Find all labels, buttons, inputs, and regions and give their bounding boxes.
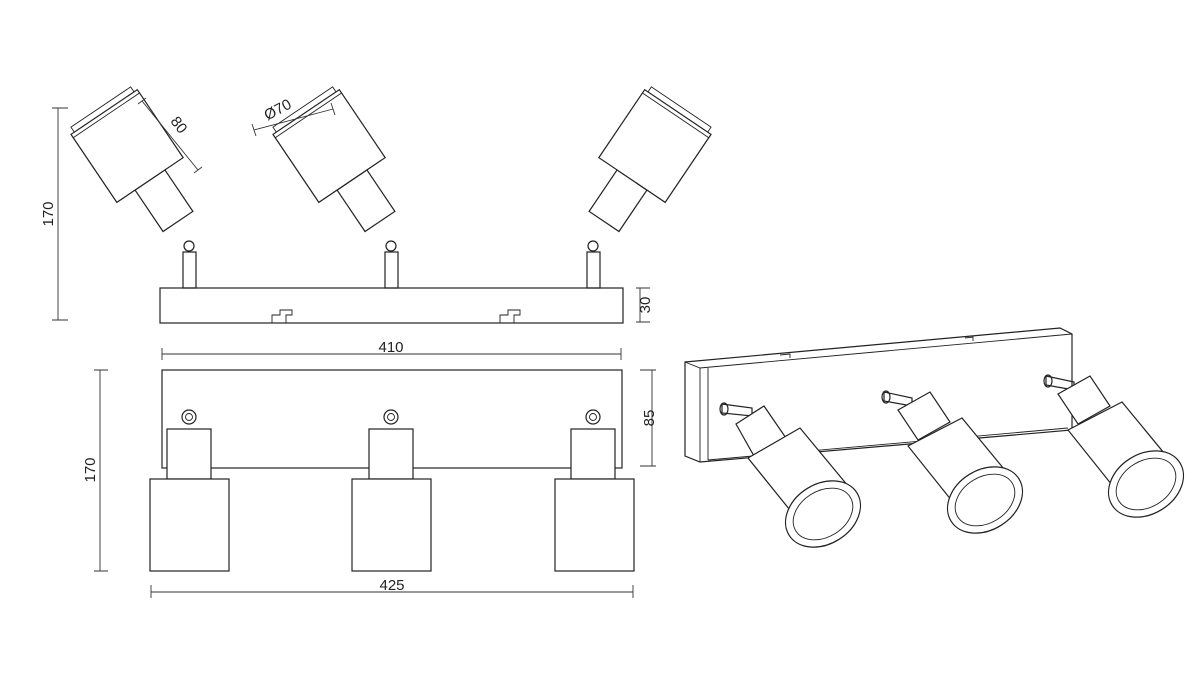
dim-plan-height-label: 170 <box>82 457 99 482</box>
side-mounting-bar <box>159 287 624 324</box>
plan-spot-middle <box>351 409 432 572</box>
side-spot-left <box>70 86 197 289</box>
plan-view: 85 170 425 <box>82 369 658 598</box>
plan-spot-left <box>149 409 230 572</box>
perspective-spot-middle <box>881 390 1024 534</box>
side-elevation-view: 170 80 Ø70 30 410 <box>40 86 712 360</box>
dim-bar-length: 410 <box>161 339 622 360</box>
side-spot-right <box>586 86 712 289</box>
dim-side-height-label: 170 <box>40 201 57 226</box>
perspective-plate <box>684 327 1073 463</box>
dim-plan-depth: 85 <box>640 369 658 467</box>
perspective-spot-left <box>719 402 862 548</box>
dim-plan-depth-label: 85 <box>641 410 658 427</box>
dim-shade-length-label: 80 <box>167 113 191 137</box>
perspective-spot-right <box>1043 374 1185 518</box>
dim-overall-length-label: 425 <box>379 577 404 594</box>
dim-plan-height: 170 <box>82 369 108 572</box>
plan-spot-right <box>554 409 635 572</box>
dim-shade-length: 80 <box>137 97 203 174</box>
dim-bar-height-label: 30 <box>637 297 654 314</box>
dim-shade-diameter-label: Ø70 <box>261 96 294 124</box>
dim-bar-length-label: 410 <box>378 339 403 356</box>
dim-bar-height: 30 <box>636 287 654 323</box>
dim-overall-length: 425 <box>150 577 634 598</box>
side-spot-middle <box>272 86 399 289</box>
perspective-view <box>684 327 1185 548</box>
dim-side-height: 170 <box>40 107 68 321</box>
